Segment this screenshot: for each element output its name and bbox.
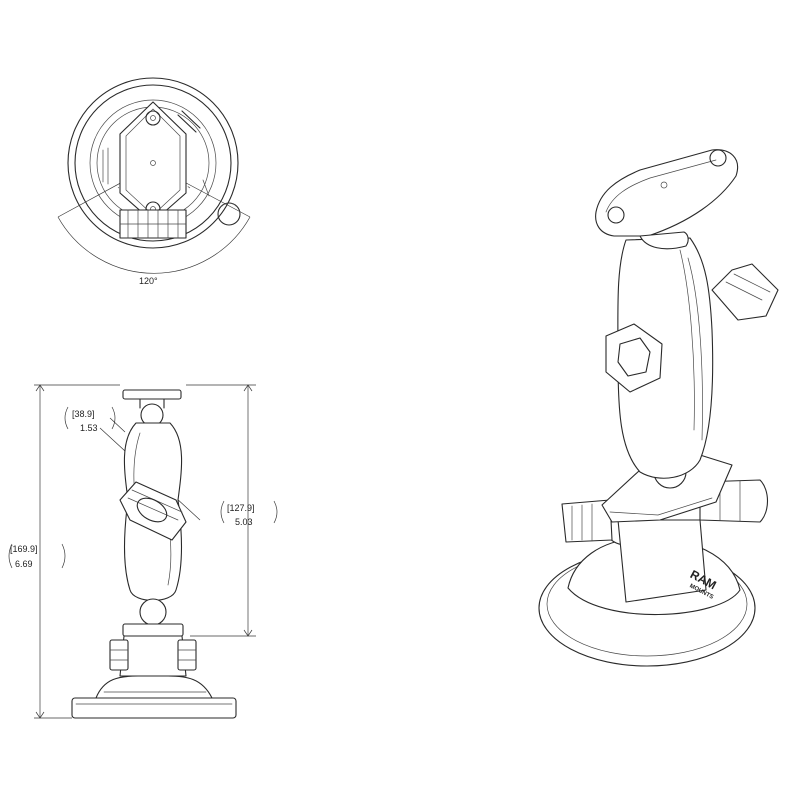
dim-overall-in: 6.69 [15,559,33,569]
dimension-height: [127.9] 5.03 [186,384,278,637]
side-base [71,635,237,719]
side-view: [169.9] 6.69 [127.9] 5.03 [38.9] 1.53 [8,384,278,719]
angle-label: 120° [139,276,158,286]
knob-top [119,209,187,239]
dim-ball-in: 1.53 [80,423,98,433]
dim-overall-mm: [169.9] [10,544,38,554]
iso-tightening-knob [711,263,779,321]
lever-top [177,110,201,133]
side-lower-ball [122,598,184,637]
dim-height-in: 5.03 [235,517,253,527]
dim-height-mm: [127.9] [227,503,255,513]
side-knob [119,481,187,541]
side-top-plate [122,389,182,427]
iso-arm-knob [605,323,663,393]
iso-top-plate [595,149,738,250]
cup-markings [102,147,210,197]
dim-ball-mm: [38.9] [72,409,95,419]
mount-plate-top [119,101,187,223]
dimension-overall: [169.9] 6.69 [8,384,120,719]
top-view: 120° [57,77,251,286]
iso-view: RAM MOUNTS [538,149,779,667]
